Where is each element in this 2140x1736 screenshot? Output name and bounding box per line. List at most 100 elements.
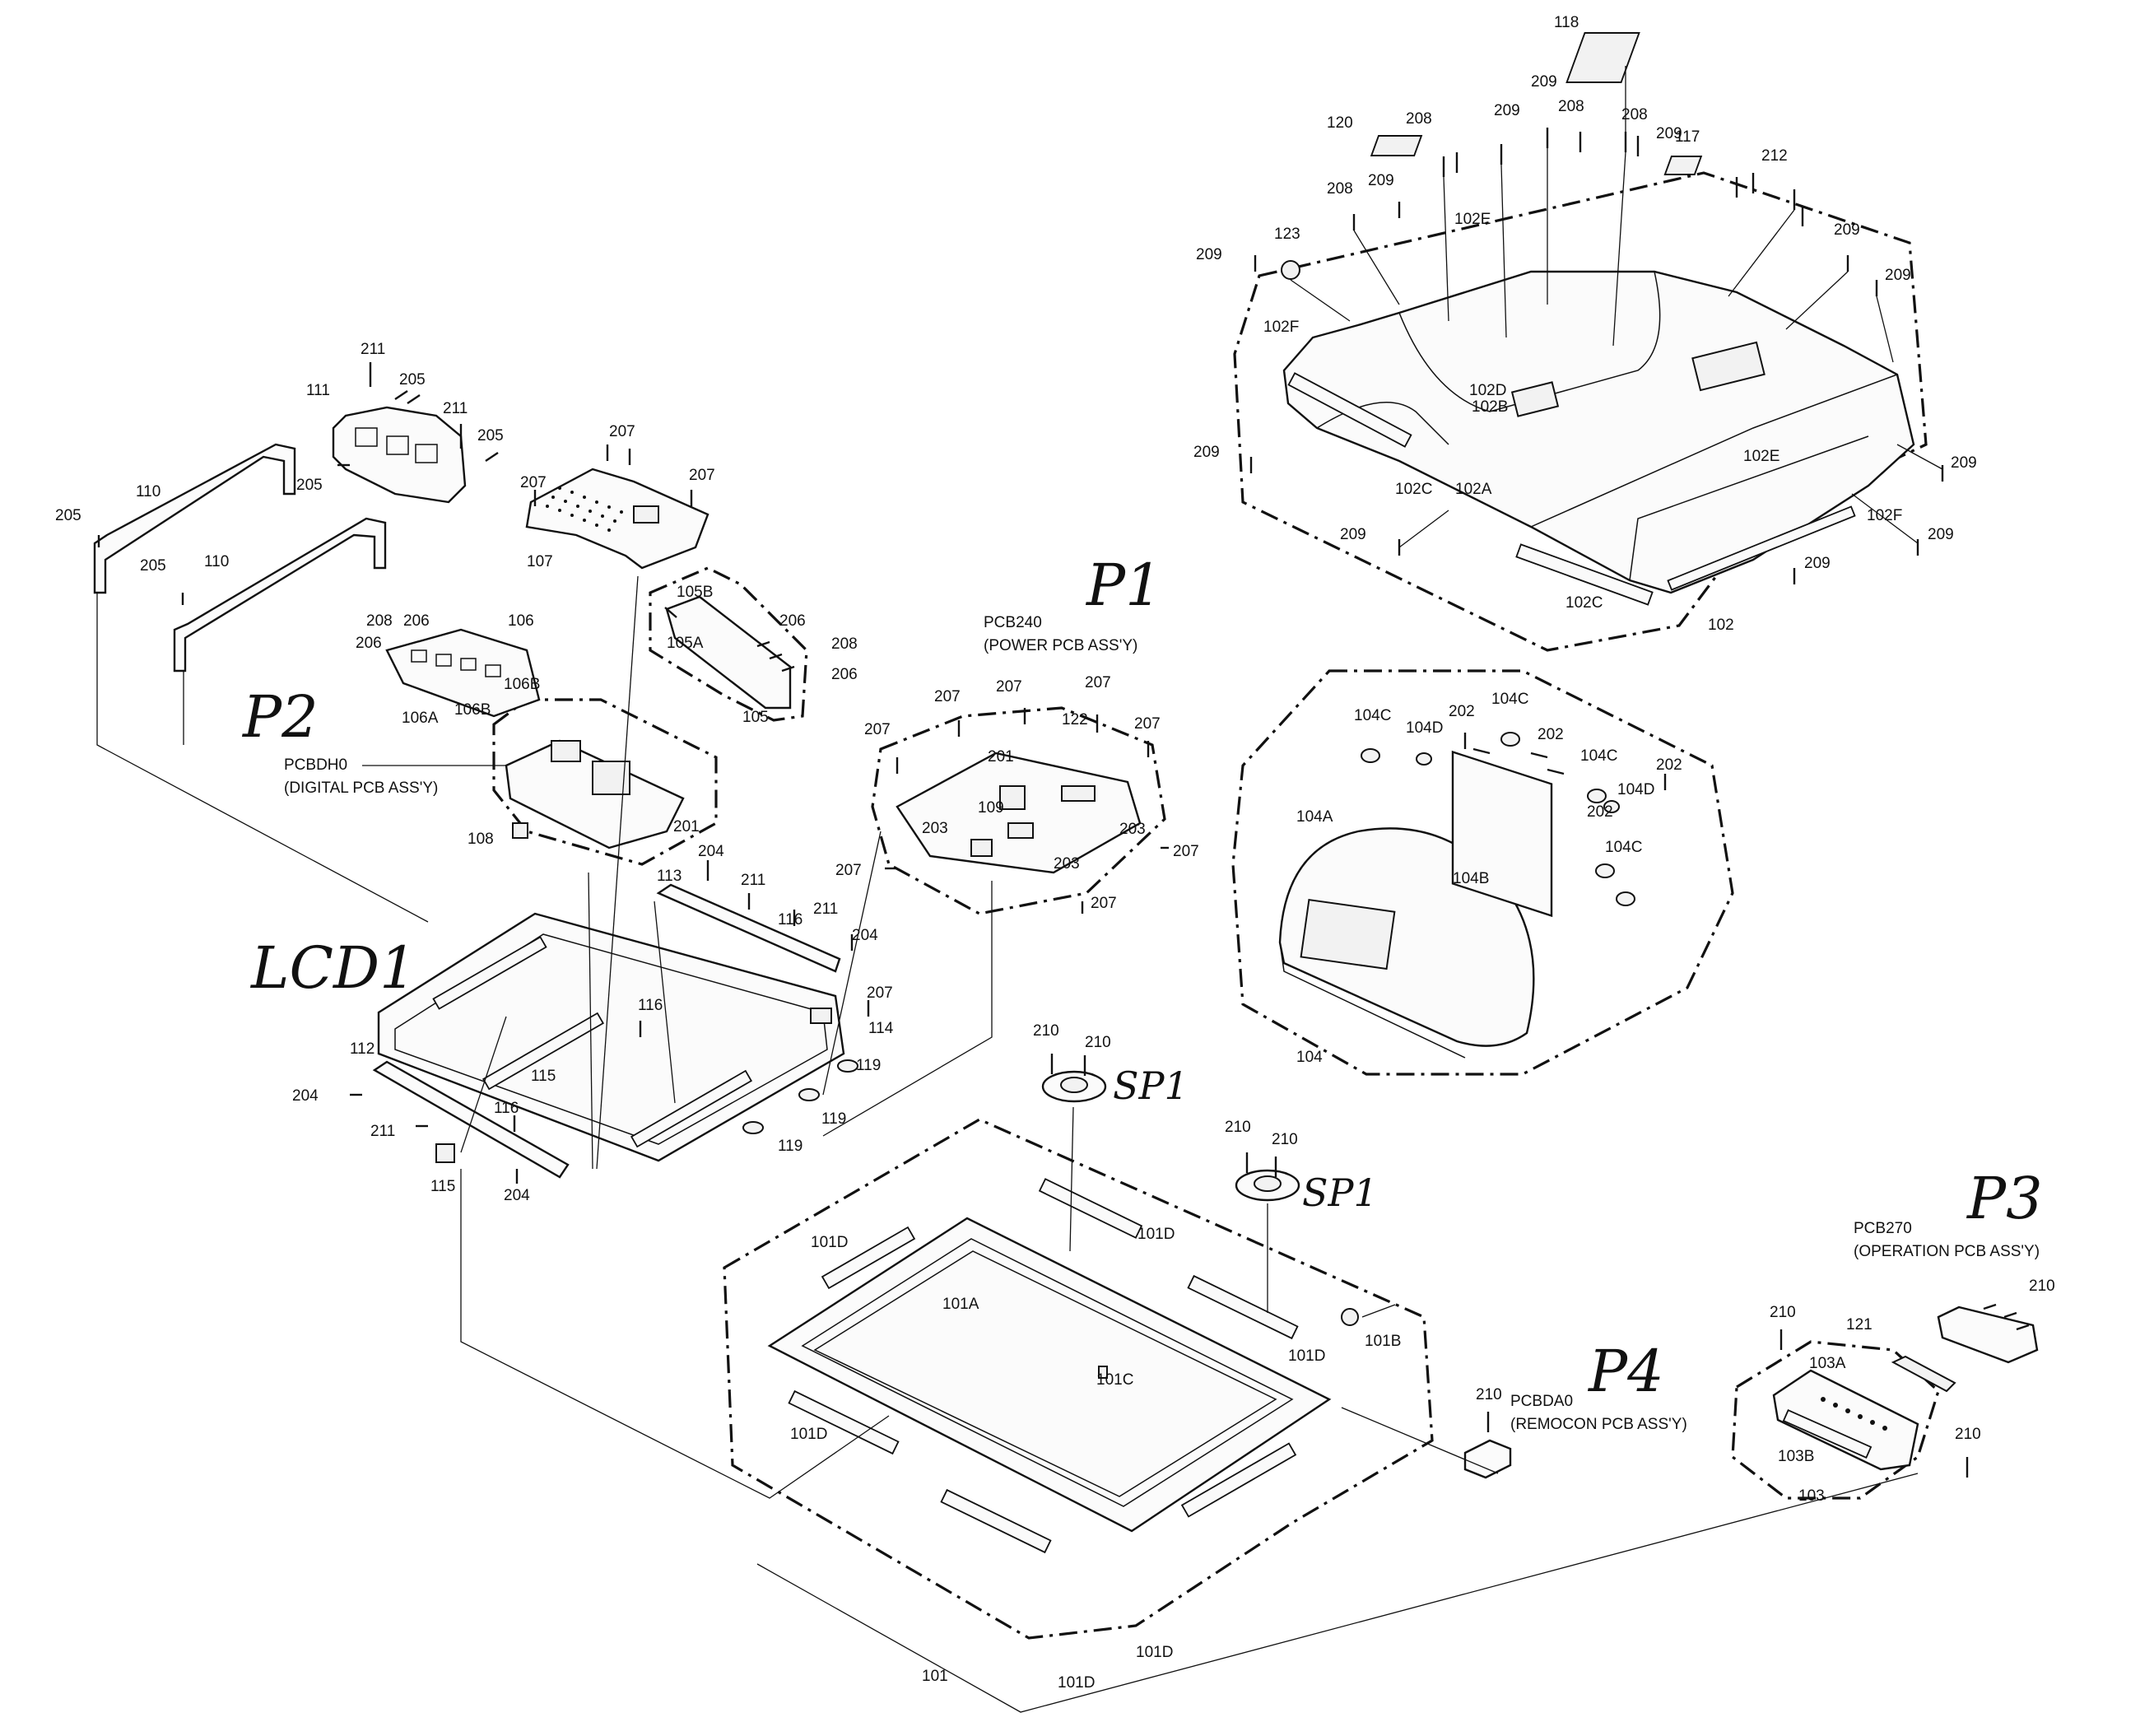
handwritten-sp1-right: SP1: [1302, 1171, 1378, 1215]
label-110-upper: 110: [136, 483, 160, 500]
label-105A: 105A: [667, 635, 704, 652]
label-210-b: 210: [1085, 1034, 1111, 1051]
label-210-e: 210: [1476, 1386, 1502, 1403]
label-209-h: 209: [1193, 444, 1220, 461]
label-119-c: 119: [778, 1138, 802, 1155]
label-104C-d: 104C: [1605, 839, 1642, 856]
label-204-a: 204: [698, 843, 724, 860]
washer-119-b: [798, 1088, 820, 1101]
part-115: [435, 1143, 455, 1163]
speakers-group: [1041, 1054, 1300, 1202]
label-120: [1370, 135, 1423, 156]
label-118: [1565, 32, 1640, 83]
label-208-b: 208: [1406, 110, 1432, 128]
stand-connector: [1300, 898, 1396, 970]
label-121: 121: [1846, 1316, 1872, 1333]
assembly-labels: PCB240 (POWER PCB ASS'Y) PCBDH0 (DIGITAL…: [284, 614, 2040, 1433]
label-202-c: 202: [1656, 756, 1682, 774]
label-207-f: 207: [1085, 674, 1111, 691]
label-206-b: 206: [831, 666, 858, 683]
label-209-j: 209: [1340, 526, 1366, 543]
handwritten-p1: P1: [1085, 552, 1162, 619]
label-104: 104: [1296, 1049, 1323, 1066]
label-110-lower: 110: [204, 553, 229, 570]
label-202-a: 202: [1449, 703, 1475, 720]
board-105-boundary: [649, 566, 808, 722]
label-101D-e: 101D: [1058, 1674, 1095, 1692]
label-107: 107: [527, 553, 553, 570]
back-cover-boundary: [1233, 171, 1928, 652]
label-209-a: 209: [1494, 102, 1520, 119]
strip-102C-left: [1287, 372, 1412, 448]
power-pcb-connector-201: [999, 785, 1026, 810]
label-208-e: 208: [831, 635, 858, 653]
label-210-c: 210: [1225, 1119, 1251, 1136]
label-205-e: 205: [477, 427, 504, 444]
shield-107-group: [525, 444, 709, 570]
label-211-c: 211: [741, 872, 765, 889]
label-210-d: 210: [1272, 1131, 1298, 1148]
label-103A: 103A: [1809, 1355, 1846, 1372]
digital-pcb-name: (DIGITAL PCB ASS'Y): [284, 780, 438, 797]
label-101C: 101C: [1096, 1371, 1133, 1389]
label-210-f: 210: [1770, 1304, 1796, 1321]
label-102F-right: 102F: [1867, 507, 1902, 524]
label-201-b: 201: [988, 748, 1014, 766]
label-210-g: 210: [1955, 1426, 1981, 1443]
power-pcb-connector-203b: [970, 839, 993, 857]
label-123: 123: [1274, 226, 1300, 243]
label-108: 108: [468, 831, 494, 848]
label-103B: 103B: [1778, 1448, 1814, 1465]
label-104C-b: 104C: [1491, 691, 1528, 708]
operation-pcb-group: [1731, 1303, 2039, 1500]
board-105: [665, 595, 792, 710]
stand-bracket-104B: [1451, 750, 1553, 918]
washer-119-a: [837, 1059, 858, 1073]
label-204-c: 204: [292, 1087, 319, 1105]
stand-group: [1231, 669, 1734, 1076]
label-112: 112: [350, 1040, 374, 1058]
bracket-114: [810, 1008, 832, 1024]
label-207-l: 207: [867, 984, 893, 1002]
label-102A: 102A: [1455, 481, 1492, 498]
operation-unit-boundary: [1731, 1340, 1940, 1500]
lcd-chassis-group: [350, 860, 870, 1184]
power-pcb-group: [871, 706, 1169, 915]
part-number-labels: 118 120 117 123 102 102A 102B 102C 102C …: [55, 14, 2055, 1692]
label-209-c: 209: [1368, 172, 1394, 189]
label-205-d: 205: [399, 371, 426, 389]
label-208-d: 208: [1621, 106, 1648, 123]
assembly-leader-lines: [96, 575, 1919, 1713]
label-205-a: 205: [55, 507, 81, 524]
label-207-j: 207: [1173, 843, 1199, 860]
label-203-c: 203: [1119, 821, 1146, 838]
label-209-f: 209: [1834, 221, 1860, 239]
label-207-g: 207: [864, 721, 891, 738]
label-207-h: 207: [1134, 715, 1161, 733]
label-103: 103: [1798, 1487, 1825, 1505]
remocon-pcb-name: (REMOCON PCB ASS'Y): [1510, 1416, 1687, 1433]
label-207-a: 207: [609, 423, 635, 440]
label-206-d: 206: [356, 635, 382, 652]
label-206-c: 206: [403, 612, 430, 630]
power-pcb-connector-203a: [1007, 822, 1034, 839]
label-118: 118: [1554, 14, 1579, 31]
label-207-c: 207: [520, 474, 547, 491]
label-210-a: 210: [1033, 1022, 1059, 1040]
strip-101D-e: [940, 1488, 1052, 1554]
label-102F-left: 102F: [1263, 319, 1299, 336]
part-101B: [1341, 1308, 1359, 1326]
operation-panel-103A: [1772, 1369, 1919, 1471]
handwritten-p2: P2: [241, 683, 319, 751]
side-brackets-group: [93, 362, 499, 673]
label-204-d: 204: [504, 1187, 530, 1204]
label-101D-d: 101D: [790, 1426, 827, 1443]
remocon-pcb-group: [1463, 1412, 1512, 1479]
label-208-f: 208: [366, 612, 393, 630]
label-105B: 105B: [677, 584, 713, 601]
label-104B: 104B: [1453, 870, 1489, 887]
label-104D-a: 104D: [1406, 719, 1443, 737]
label-102E-right: 102E: [1743, 448, 1779, 465]
label-113: 113: [657, 868, 682, 885]
